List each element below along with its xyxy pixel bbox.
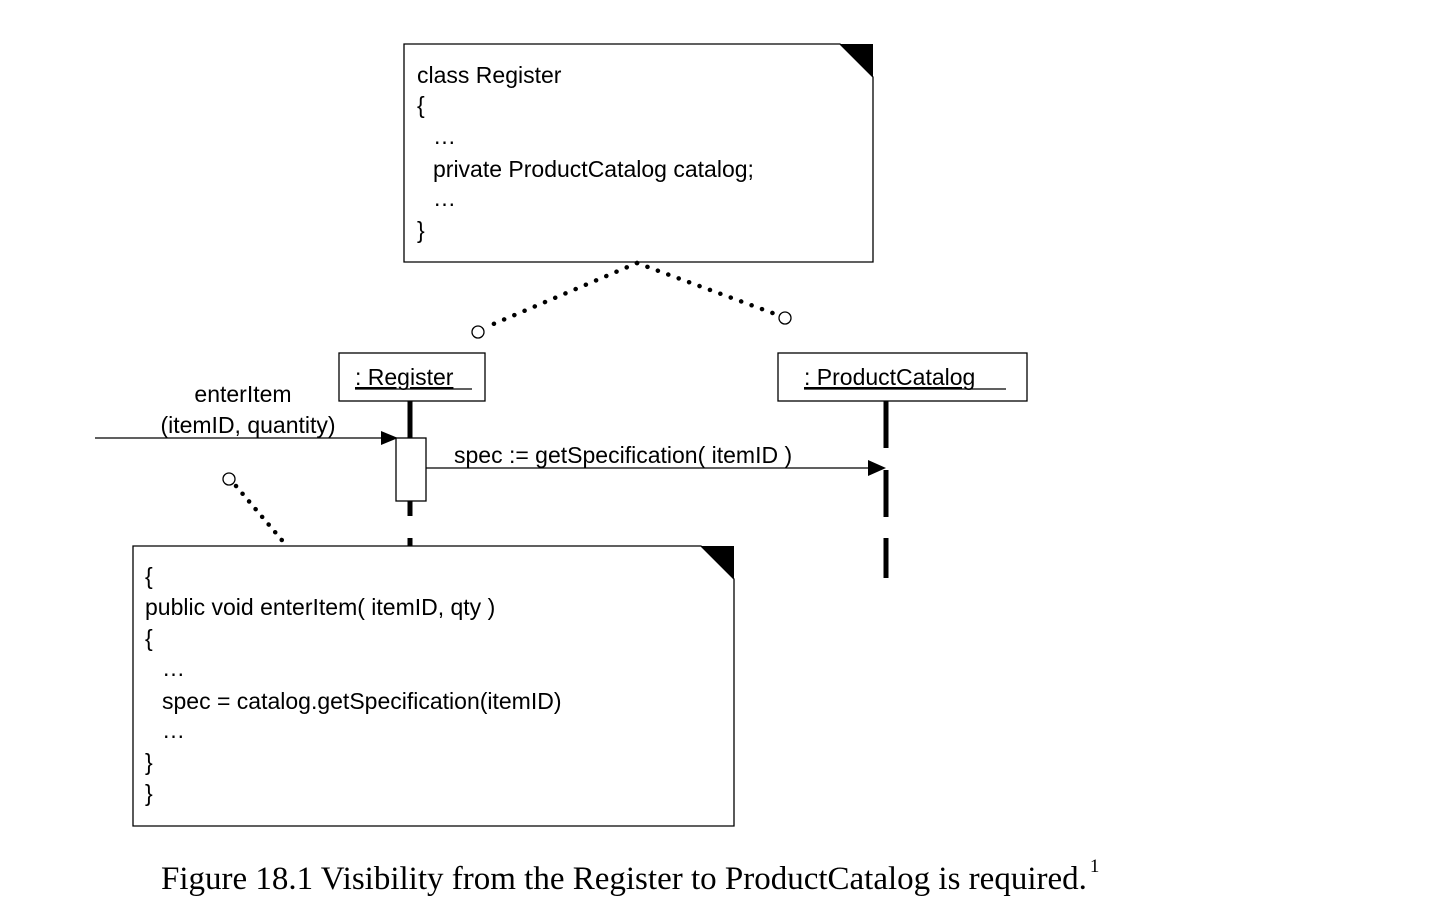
- catalog-lifeline-label: : ProductCatalog: [804, 364, 975, 390]
- connector-register-endpoint: [471, 325, 485, 339]
- method-note-line-3: {: [145, 625, 153, 651]
- catalog-lifeline-box: [777, 352, 1028, 402]
- register-note-line-2: {: [417, 92, 425, 118]
- register-note-line-6: }: [417, 217, 425, 243]
- method-note-line-2: public void enterItem( itemID, qty ): [145, 594, 495, 620]
- enter-item-label: enterItem: [194, 381, 291, 407]
- get-spec-arrowhead: [868, 460, 886, 476]
- register-note-box: [403, 43, 874, 263]
- get-spec-message: spec := getSpecification( itemID ): [426, 442, 886, 476]
- register-note-fold: [840, 44, 873, 77]
- enter-item-arrowhead: [381, 431, 398, 445]
- method-note-line-6: …: [162, 717, 185, 743]
- connector-to-register: [481, 260, 640, 331]
- method-note-connector: [222, 472, 289, 548]
- method-note: { public void enterItem( itemID, qty ) {…: [132, 545, 735, 827]
- register-lifeline-box: [338, 352, 486, 402]
- register-note-line-1: class Register: [417, 62, 562, 88]
- register-activation-bar: [395, 437, 427, 502]
- register-class-note: class Register { … private ProductCatalo…: [403, 43, 874, 263]
- figure-caption: Figure 18.1 Visibility from the Register…: [161, 856, 1099, 897]
- register-note-line-3: …: [433, 123, 456, 149]
- method-note-fold: [701, 546, 734, 579]
- register-note-line-4: private ProductCatalog catalog;: [433, 156, 754, 182]
- catalog-lifeline-head: : ProductCatalog: [777, 352, 1028, 402]
- note-connectors: [471, 260, 792, 339]
- method-connector-endpoint: [222, 472, 236, 486]
- method-note-box: [132, 545, 735, 827]
- register-lifeline-head: : Register: [338, 352, 486, 402]
- get-spec-label: spec := getSpecification( itemID ): [454, 442, 792, 468]
- method-connector-line: [233, 483, 289, 548]
- register-note-line-5: …: [433, 185, 456, 211]
- method-note-line-1: {: [145, 563, 153, 589]
- register-lifeline-label: : Register: [355, 364, 454, 390]
- enter-item-message: enterItem (itemID, quantity): [95, 381, 398, 445]
- enter-item-params: (itemID, quantity): [160, 412, 335, 438]
- method-note-line-8: }: [145, 780, 153, 806]
- method-note-line-4: …: [162, 655, 185, 681]
- connector-catalog-endpoint: [778, 311, 792, 325]
- method-note-line-5: spec = catalog.getSpecification(itemID): [162, 688, 562, 714]
- method-note-line-7: }: [145, 749, 153, 775]
- caption-text: Figure 18.1 Visibility from the Register…: [161, 861, 1087, 897]
- connector-to-catalog: [634, 260, 781, 318]
- register-lifeline: [395, 401, 427, 546]
- caption-footnote: 1: [1090, 856, 1100, 877]
